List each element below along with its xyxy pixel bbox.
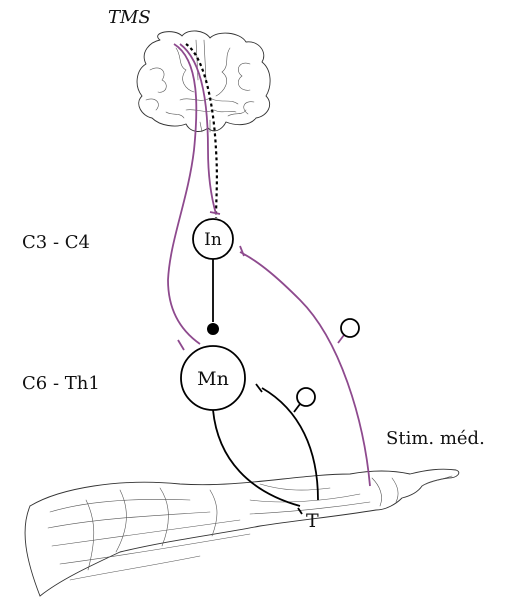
tendon-afferent-stalk [294, 404, 300, 412]
in-to-mn-synapse [207, 323, 219, 335]
level-upper-label: C3 - C4 [22, 232, 90, 253]
tendon-afferent-terminal [256, 384, 262, 392]
arm-illustration [25, 469, 459, 596]
motor-axon [213, 410, 300, 506]
in-terminal [210, 212, 220, 214]
corticomotoneuronal-terminal [178, 340, 184, 350]
stimulation-label: Stim. méd. [386, 428, 485, 449]
tendon-label: T [306, 510, 319, 532]
median-afferent-terminal [240, 246, 244, 256]
median-afferent-stalk [338, 335, 344, 343]
median-nerve-afferent [240, 252, 370, 486]
interneuron-label: In [204, 230, 222, 250]
tendon-terminal [298, 508, 302, 514]
tms-label: TMS [108, 7, 151, 28]
motoneuron-label: Mn [197, 368, 229, 390]
level-lower-label: C6 - Th1 [22, 373, 100, 394]
tendon-afferent-ending [297, 388, 315, 406]
median-afferent-ending [341, 319, 359, 337]
brain-illustration [137, 31, 270, 132]
corticomotoneuronal-tract [168, 44, 200, 344]
